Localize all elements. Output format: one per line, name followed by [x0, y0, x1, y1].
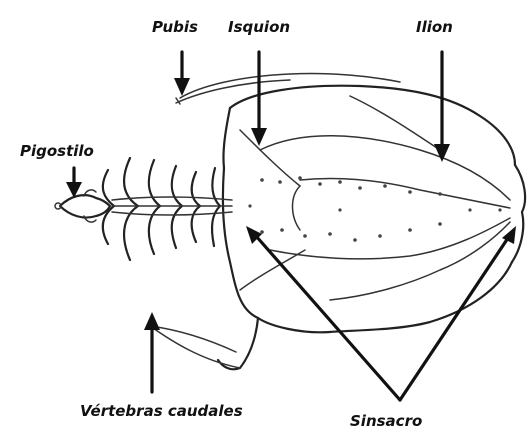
label-pigostilo: Pigostilo	[20, 144, 94, 159]
sinsacro-arrow-right	[400, 226, 516, 400]
caudal-vertebrae	[103, 158, 232, 260]
label-vertebras-caudales: Vértebras caudales	[80, 404, 243, 419]
vertebras-arrow	[144, 312, 160, 392]
ilion-arrow	[434, 52, 450, 162]
sinsacro-arrow-left	[246, 226, 400, 400]
isquion-bone	[240, 130, 305, 290]
isquion-arrow	[251, 52, 267, 146]
pigostilo-arrow	[66, 168, 82, 198]
label-sinsacro: Sinsacro	[350, 414, 422, 429]
ilion-bone	[260, 96, 510, 300]
pigostilo-bone	[55, 190, 110, 222]
label-ilion: Ilion	[416, 20, 453, 35]
sinsacro-dots	[248, 176, 501, 242]
label-isquion: Isquion	[228, 20, 290, 35]
pubis-arrow	[174, 52, 190, 96]
label-pubis: Pubis	[152, 20, 198, 35]
